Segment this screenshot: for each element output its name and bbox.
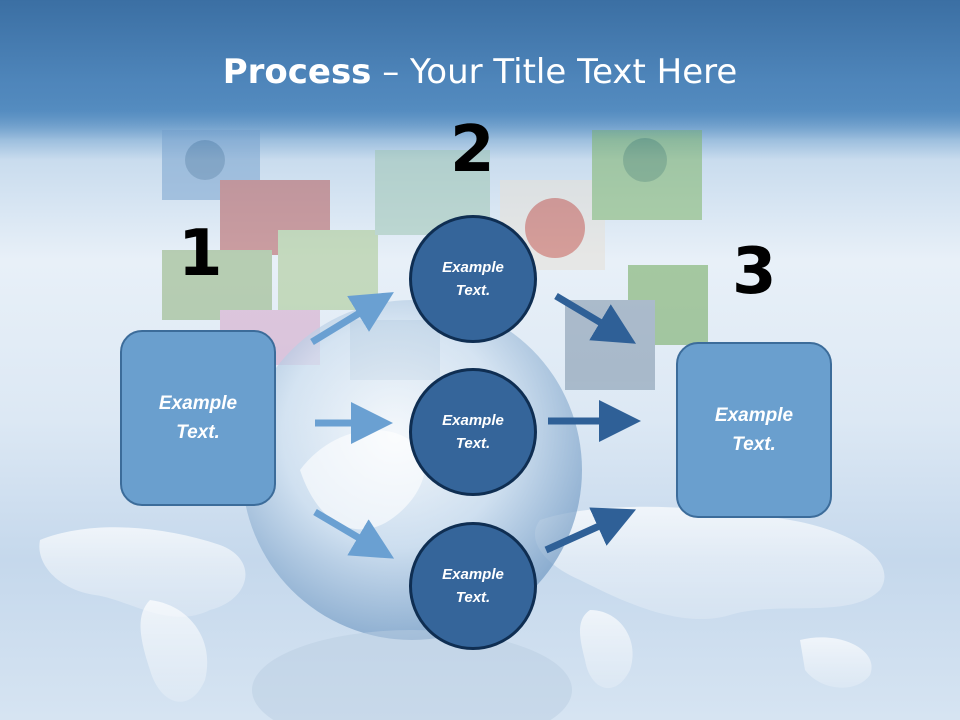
world-map bbox=[39, 506, 885, 702]
arrow-down-right bbox=[554, 292, 637, 344]
step-number-1: 1 bbox=[178, 217, 223, 291]
arrow-up-right bbox=[544, 507, 637, 554]
left-text-box[interactable]: Example Text. bbox=[120, 330, 276, 506]
circle-middle[interactable]: Example Text. bbox=[409, 368, 537, 496]
circle-bottom-label: Example Text. bbox=[442, 566, 504, 606]
right-box-label: Example Text. bbox=[714, 405, 794, 455]
step-number-2: 2 bbox=[450, 113, 495, 187]
circle-middle-label: Example Text. bbox=[442, 412, 504, 452]
slide-title: Process – Your Title Text Here bbox=[0, 52, 960, 92]
title-rest: – Your Title Text Here bbox=[371, 52, 738, 92]
step-number-3: 3 bbox=[732, 235, 777, 309]
title-bold: Process bbox=[222, 52, 372, 92]
circle-top-label: Example Text. bbox=[442, 259, 504, 299]
left-box-label: Example Text. bbox=[158, 393, 238, 443]
circle-bottom[interactable]: Example Text. bbox=[409, 522, 537, 650]
circle-top[interactable]: Example Text. bbox=[409, 215, 537, 343]
right-text-box[interactable]: Example Text. bbox=[676, 342, 832, 518]
arrow-up-left bbox=[310, 292, 394, 345]
title-band bbox=[0, 0, 960, 140]
arrow-down-left bbox=[313, 508, 395, 559]
